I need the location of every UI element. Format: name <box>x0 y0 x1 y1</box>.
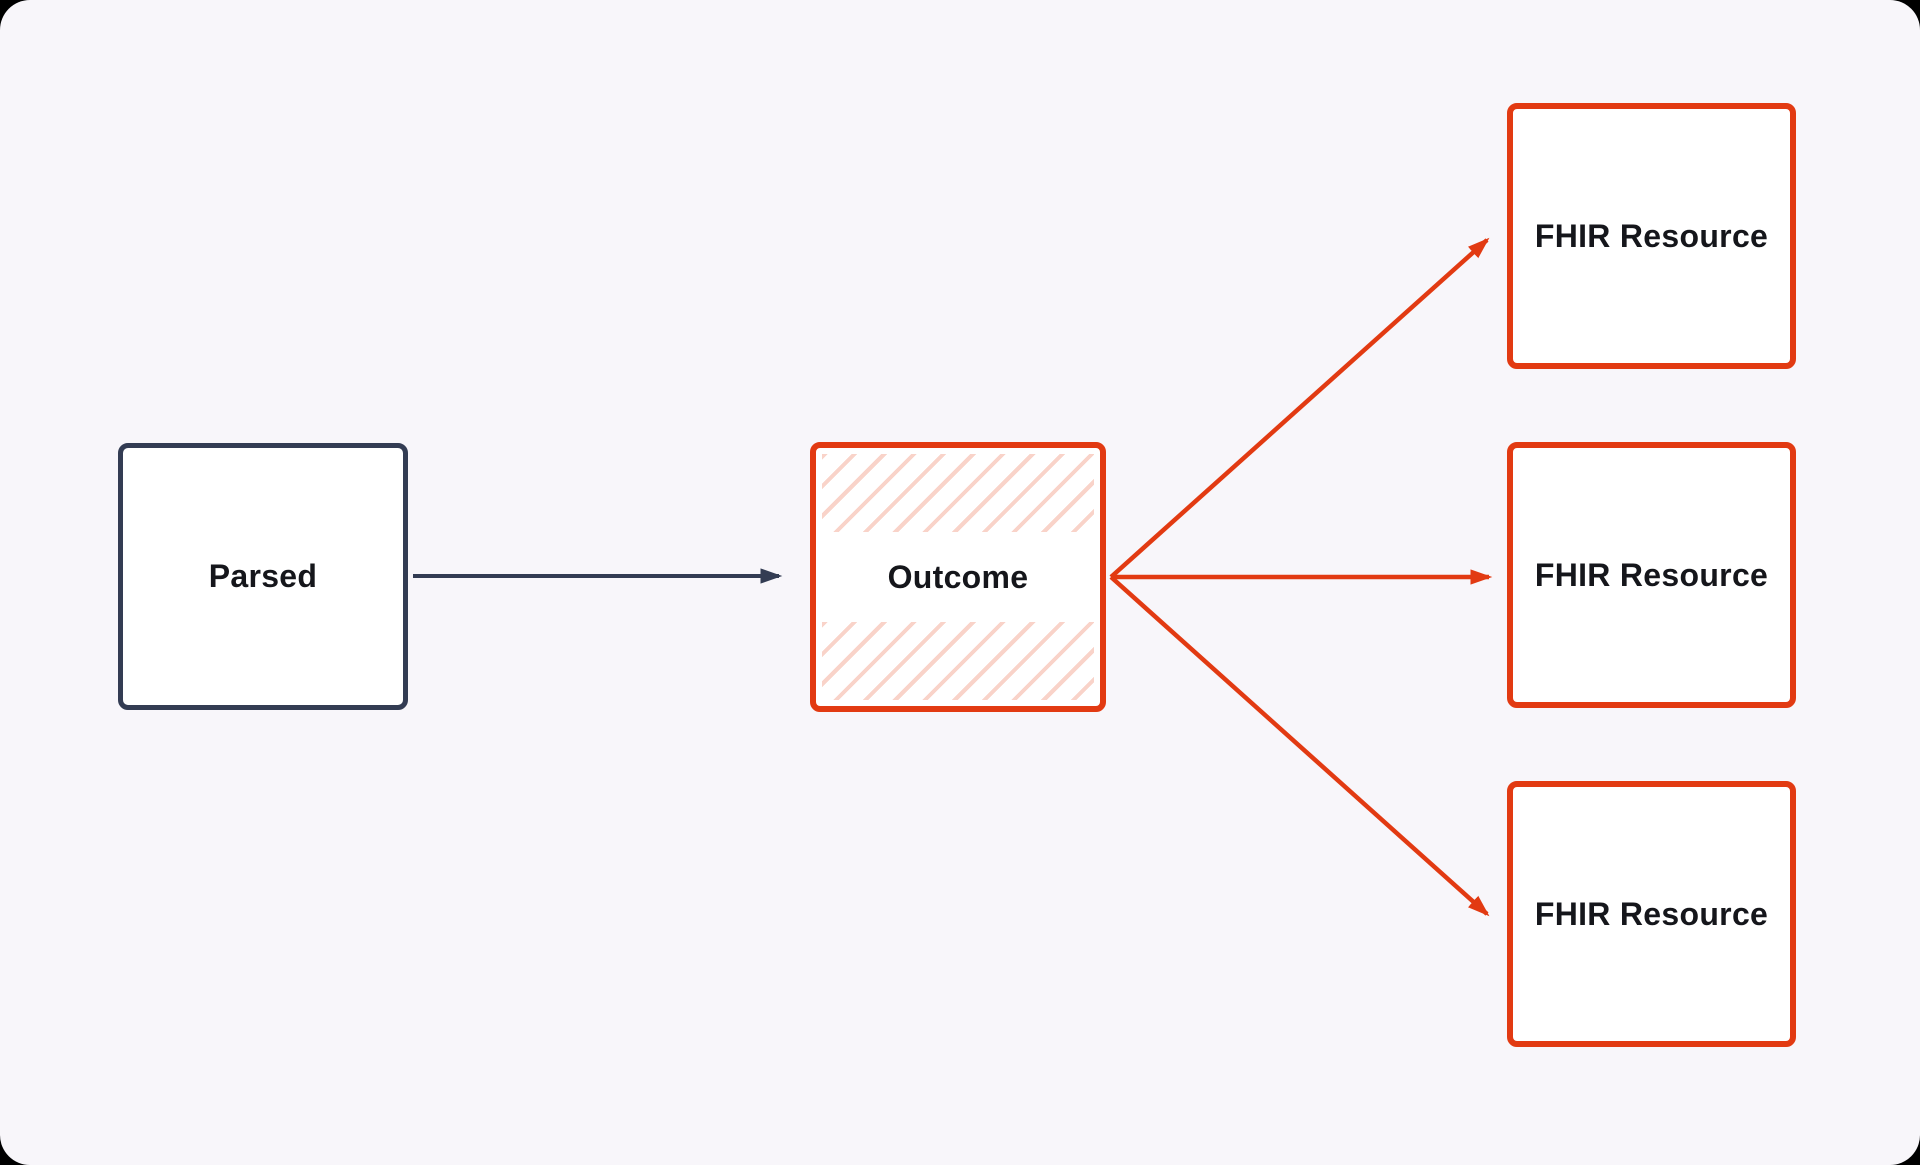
hatch-pattern-top <box>822 454 1094 532</box>
arrow-outcome-to-fhir-top <box>1109 237 1490 579</box>
node-outcome-label: Outcome <box>887 558 1029 595</box>
node-parsed-label: Parsed <box>208 558 318 594</box>
node-fhir-resource-top: FHIR Resource <box>1507 103 1796 369</box>
node-parsed: Parsed <box>118 443 408 710</box>
node-fhir-resource-bottom: FHIR Resource <box>1507 781 1796 1047</box>
node-outcome: Outcome <box>810 442 1106 712</box>
node-fhir-bottom-label: FHIR Resource <box>1534 895 1769 932</box>
node-fhir-resource-middle: FHIR Resource <box>1507 442 1796 708</box>
hatch-pattern-bottom <box>822 622 1094 700</box>
arrow-outcome-to-fhir-bottom <box>1109 575 1490 917</box>
node-fhir-top-label: FHIR Resource <box>1534 217 1769 254</box>
node-fhir-middle-label: FHIR Resource <box>1534 556 1769 593</box>
